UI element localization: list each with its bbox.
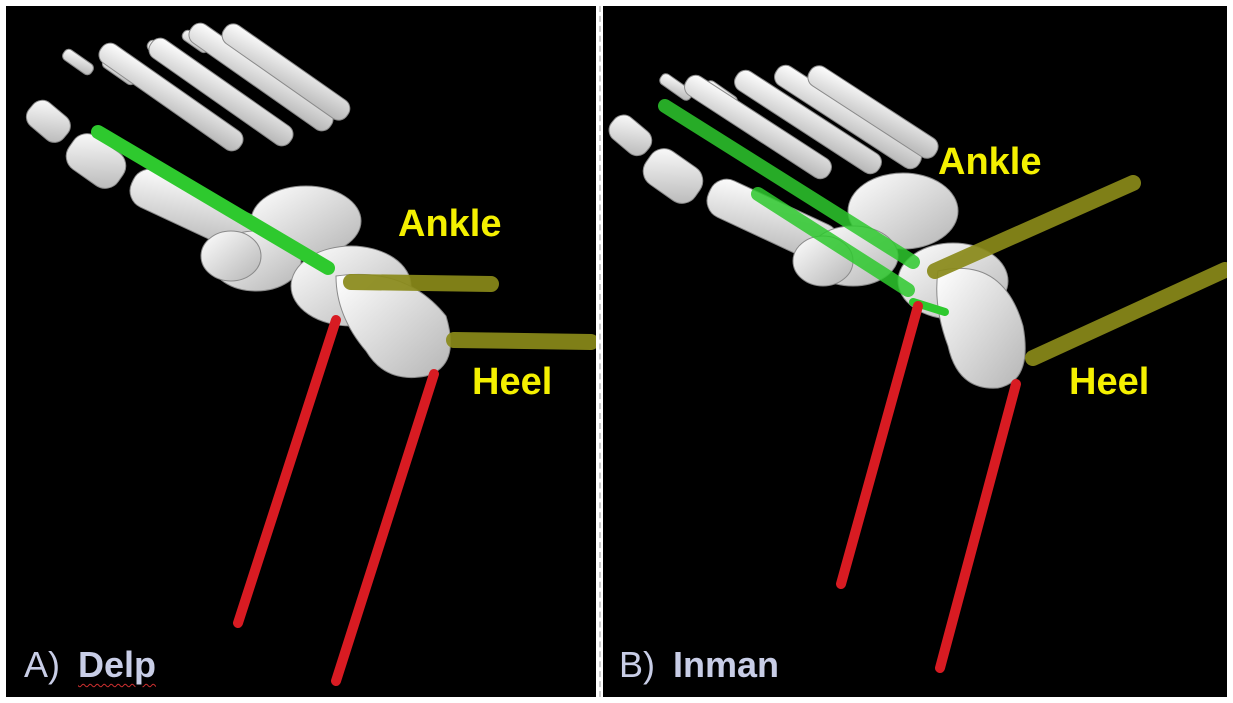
panel-name: Delp (78, 644, 156, 685)
panel-letter: A) (24, 644, 60, 685)
ankle-marker-rod (841, 306, 918, 584)
panel-letter: B) (619, 644, 655, 685)
heel-label: Heel (1069, 361, 1149, 404)
heel-label: Heel (472, 361, 552, 404)
foot-model-inman (603, 6, 1227, 697)
heel-marker-rod (336, 374, 434, 681)
ankle-axis (351, 282, 491, 284)
ankle-marker-rod (238, 320, 336, 623)
ankle-label: Ankle (398, 203, 501, 246)
heel-axis (1033, 270, 1225, 358)
heel-axis (454, 340, 591, 342)
panel-caption: A) Delp (24, 644, 156, 686)
panel-inman: Ankle Heel B) Inman (603, 6, 1227, 697)
ankle-axis (935, 183, 1133, 271)
foot-model-delp (6, 6, 596, 697)
panel-name: Inman (673, 644, 779, 685)
panel-delp: Ankle Heel A) Delp (6, 6, 596, 697)
ankle-label: Ankle (938, 141, 1041, 184)
heel-marker-rod (940, 384, 1016, 668)
panel-divider (599, 6, 601, 697)
panel-caption: B) Inman (619, 644, 779, 686)
